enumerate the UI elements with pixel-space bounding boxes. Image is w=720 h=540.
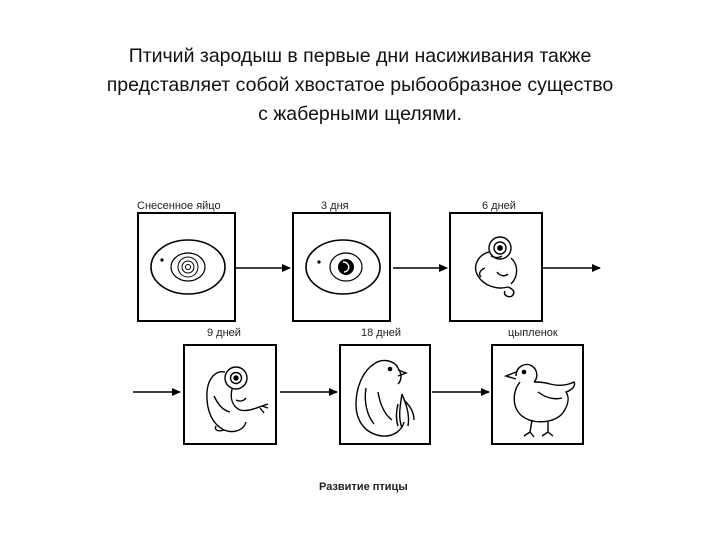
stage-18-days: 18 дней xyxy=(339,327,431,445)
stage-label: цыпленок xyxy=(508,327,558,339)
title-line-1: Птичий зародыш в первые дни насиживания … xyxy=(128,45,592,67)
embryo-day9-icon xyxy=(206,366,269,433)
stage-chick: цыпленок xyxy=(491,327,584,445)
egg-embryo-icon xyxy=(150,239,226,295)
stage-label: 9 дней xyxy=(207,327,241,339)
stage-label: 3 дня xyxy=(321,200,349,212)
stage-6-days: 6 дней xyxy=(449,200,543,322)
slide-title: Птичий зародыш в первые дни насиживания … xyxy=(60,42,660,129)
stage-laid-egg: Снесенное яйцо xyxy=(137,200,236,322)
stage-3-days: 3 дня xyxy=(292,200,391,322)
title-line-2: представляет собой хвостатое рыбообразно… xyxy=(106,74,614,96)
egg-embryo-day3-icon xyxy=(305,239,381,295)
stage-label: 18 дней xyxy=(361,327,401,339)
stage-9-days: 9 дней xyxy=(183,327,277,445)
title-line-3: с жаберными щелями. xyxy=(258,103,462,125)
stage-label: 6 дней xyxy=(482,200,516,212)
stage-label: Снесенное яйцо xyxy=(137,200,221,212)
embryo-day18-icon xyxy=(355,359,415,437)
chick-icon xyxy=(503,363,576,438)
embryo-day6-icon xyxy=(474,236,518,298)
diagram-caption: Развитие птицы xyxy=(319,481,408,493)
